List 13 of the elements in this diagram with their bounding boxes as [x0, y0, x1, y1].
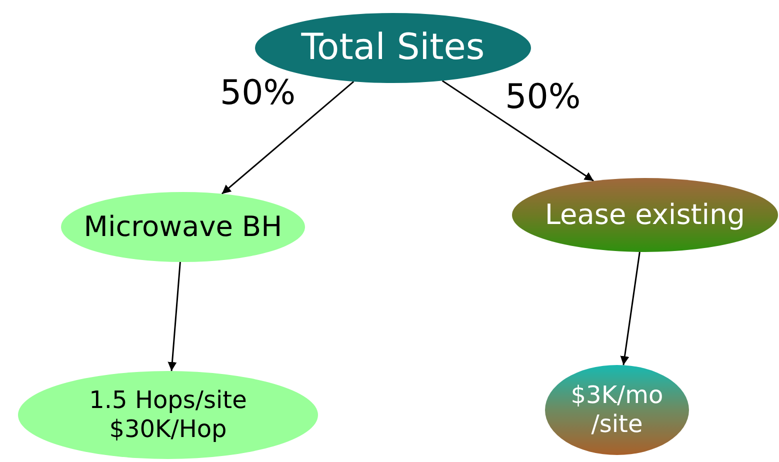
- ellipse-node: [61, 192, 305, 262]
- node-label: Microwave BH: [84, 210, 282, 244]
- node-label: Total Sites: [301, 26, 485, 70]
- arrow: [442, 80, 594, 182]
- node-label: Lease existing: [544, 198, 746, 232]
- node-label: 1.5 Hops/site $30K/Hop: [88, 386, 248, 444]
- arrow: [620, 252, 640, 366]
- ellipse-node: [545, 365, 689, 455]
- arrow: [168, 262, 181, 372]
- ellipse-node: [512, 178, 778, 252]
- arrow: [221, 80, 354, 194]
- node-label: $3K/mo /site: [570, 381, 664, 439]
- ellipse-node: [18, 371, 318, 459]
